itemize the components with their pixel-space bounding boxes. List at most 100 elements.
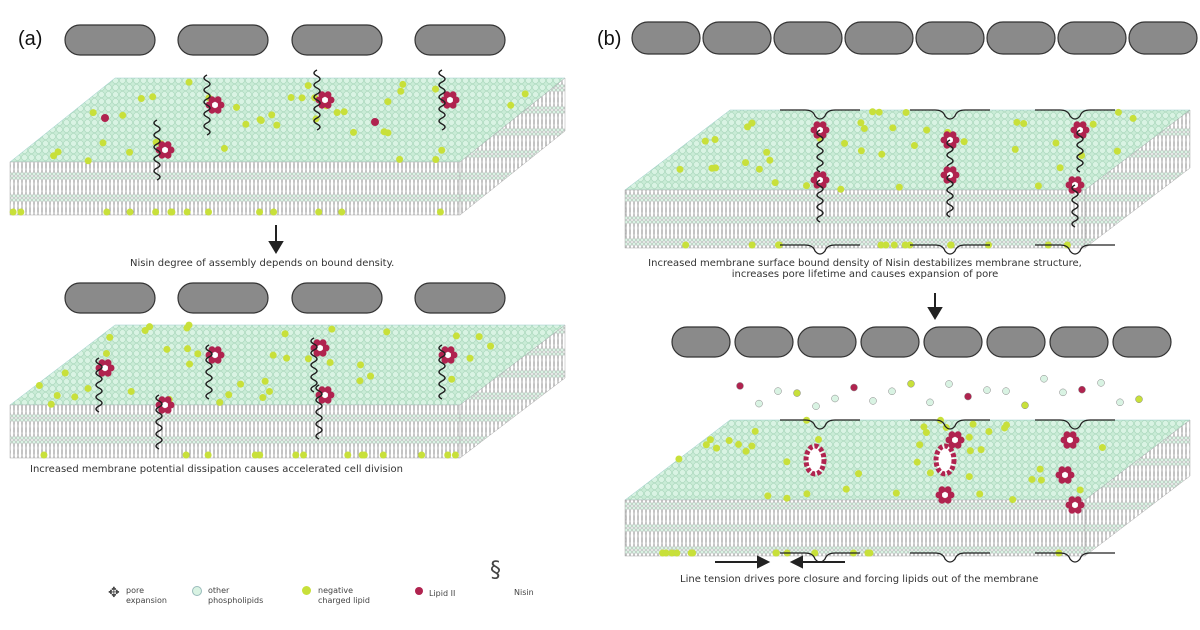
negative-charged-lipid <box>89 109 97 117</box>
membrane-pore <box>803 443 827 477</box>
bacterial-cell <box>177 282 269 314</box>
lipid-ii <box>324 101 332 109</box>
membrane-slab <box>9 77 566 216</box>
membrane-curvature <box>910 244 990 255</box>
lipid-ii <box>954 441 962 449</box>
caption-a-middle: Nisin degree of assembly depends on boun… <box>130 258 395 269</box>
lipid-ii <box>315 96 323 104</box>
bacterial-cell <box>986 21 1056 55</box>
negative-charged-lipid <box>763 148 771 156</box>
nisin-peptide <box>310 337 318 393</box>
legend-item-lipid-ii: Lipid II <box>415 587 455 599</box>
negative-charged-lipid <box>1036 465 1044 473</box>
lipid-ii <box>1060 436 1068 444</box>
negative-charged-lipid <box>418 451 426 459</box>
negative-charged-lipid <box>521 90 529 98</box>
lipid-ii-cluster <box>205 96 225 114</box>
lipid-ii-cluster <box>310 339 330 357</box>
negative-charged-lipid <box>487 342 495 350</box>
negative-charged-lipid <box>298 94 306 102</box>
negative-charged-lipid <box>71 393 79 401</box>
nisin-peptide <box>313 69 321 131</box>
negative-charged-lipid <box>50 152 58 160</box>
pore-center <box>162 147 168 153</box>
lipid-ii <box>447 346 455 354</box>
negative-charged-lipid <box>444 451 452 459</box>
pore-center <box>102 365 108 371</box>
negative-charged-lipid <box>882 241 890 249</box>
negative-charged-lipid <box>182 451 190 459</box>
negative-charged-lipid <box>268 111 276 119</box>
negative-charged-lipid <box>1089 120 1097 128</box>
legend-label: charged lipid <box>318 596 370 605</box>
lipid-ii <box>205 101 213 109</box>
lipid-ii <box>954 431 962 439</box>
panel-a-label: (a) <box>18 28 43 50</box>
lipid-ii <box>1058 466 1066 474</box>
negative-charged-lipid <box>40 451 48 459</box>
membrane-curvature <box>1035 419 1115 430</box>
lipid-ii <box>810 176 818 184</box>
negative-charged-lipid <box>383 328 391 336</box>
lipid-ii <box>1064 466 1072 474</box>
negative-charged-lipid <box>775 241 783 249</box>
nisin-peptide <box>1076 129 1084 173</box>
lipid-ii-cluster <box>315 91 335 109</box>
negative-charged-lipid <box>9 208 17 216</box>
lipid-ii <box>158 141 166 149</box>
negative-charged-lipid <box>783 458 791 466</box>
membrane-curvature <box>910 419 990 430</box>
negative-charged-lipid <box>338 208 346 216</box>
bacterial-cell <box>177 24 269 56</box>
negative-charged-lipid <box>326 359 334 367</box>
lipid-ii <box>217 101 225 109</box>
lipid-ii <box>1074 506 1082 514</box>
lipid-ii <box>952 171 960 179</box>
lipid-ii <box>943 131 951 139</box>
negative-charged-lipid <box>742 447 750 455</box>
negative-charged-lipid <box>1098 444 1106 452</box>
lipid-ii-cluster <box>945 431 965 449</box>
negative-charged-lipid <box>764 492 772 500</box>
negative-charged-lipid <box>712 164 720 172</box>
released-lipid <box>755 399 763 408</box>
lipid-ii <box>1070 126 1078 134</box>
lipid-ii <box>98 369 106 377</box>
negative-charged-lipid <box>857 147 865 155</box>
negative-charged-lipid <box>860 125 868 133</box>
bacterial-cell <box>291 24 383 56</box>
bacterial-cell <box>860 326 920 358</box>
lipid-ii <box>104 359 112 367</box>
negative-charged-lipid <box>397 87 405 95</box>
released-lipid <box>793 389 801 397</box>
caption-b-middle: Increased membrane surface bound density… <box>625 258 1105 280</box>
negative-charged-lipid <box>875 108 883 116</box>
membrane-slab <box>624 416 1191 557</box>
negative-charged-lipid <box>947 241 955 249</box>
nisin-peptide <box>315 384 323 440</box>
negative-charged-lipid <box>682 241 690 249</box>
lipid-ii <box>1068 176 1076 184</box>
negative-charged-lipid <box>186 360 194 368</box>
lipid-ii-cluster <box>1055 466 1075 484</box>
negative-charged-lipid <box>902 109 910 117</box>
down-arrow <box>268 225 943 320</box>
released-lipid <box>1097 379 1105 387</box>
lipid-ii <box>1065 181 1073 189</box>
membrane-bilayer-side <box>1084 419 1191 557</box>
lipid-ii <box>324 396 332 404</box>
negative-charged-lipid <box>451 451 459 459</box>
negative-charged-lipid <box>1034 182 1042 190</box>
bacterial-cell <box>797 326 857 358</box>
lipid-ii <box>945 436 953 444</box>
negative-charged-lipid <box>220 144 228 152</box>
negative-charged-lipid <box>910 142 918 150</box>
negative-charged-lipid <box>1013 118 1021 126</box>
negative-charged-lipid <box>1011 145 1019 153</box>
lipid-ii <box>1063 441 1071 449</box>
lipid-ii <box>1068 506 1076 514</box>
lipid-ii <box>944 496 952 504</box>
bacterial-cell <box>64 24 156 56</box>
lipid-ii <box>940 136 948 144</box>
negative-charged-lipid <box>1076 486 1084 494</box>
